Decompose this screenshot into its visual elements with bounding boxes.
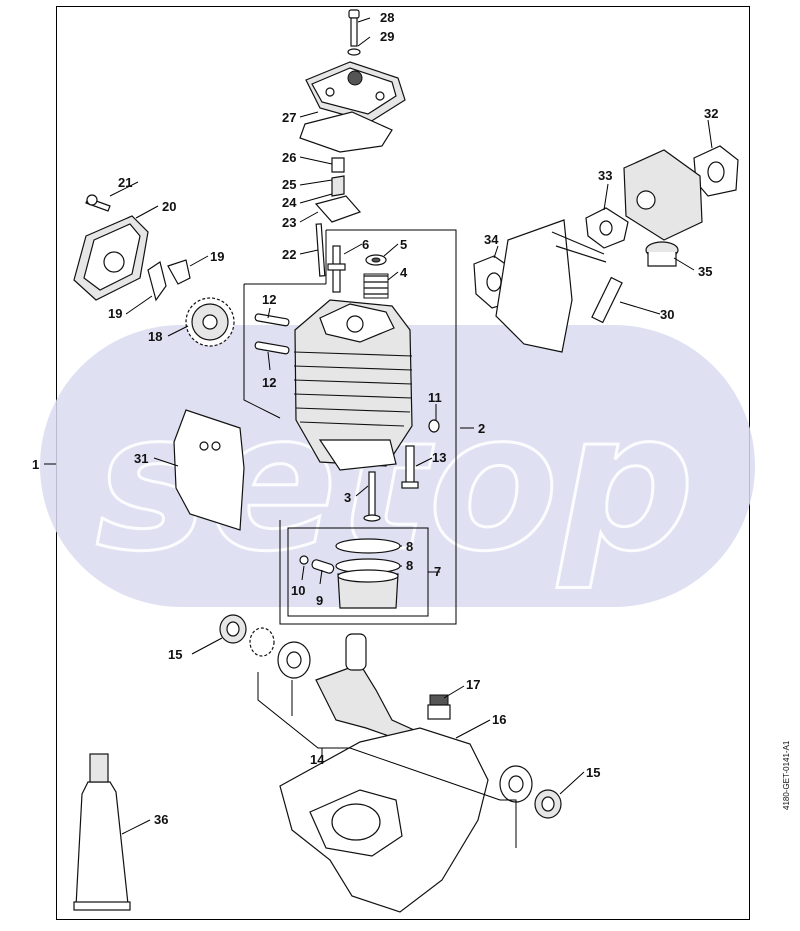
callout-12a: 12 (262, 292, 276, 307)
callout-13: 13 (432, 450, 446, 465)
bearing-part-left (277, 641, 311, 679)
callout-20: 20 (162, 199, 176, 214)
cylinder-part-2 (293, 299, 413, 471)
callouts: 28 29 27 26 25 24 23 22 21 21 20 19 19 1… (32, 10, 718, 827)
lever-parts-19 (147, 259, 191, 302)
hose-part-30 (591, 276, 623, 324)
gear-part-18 (185, 297, 235, 347)
callout-19b: 19 (108, 306, 122, 321)
seal-part-15-right (534, 789, 562, 819)
piston-part-7 (337, 569, 399, 609)
document-id: 4180-GET-0141-A1 (782, 740, 791, 810)
callout-19a: 19 (210, 249, 224, 264)
callout-5: 5 (400, 237, 407, 252)
callout-6: 6 (362, 237, 369, 252)
seal-part-15-left (219, 614, 247, 644)
callout-17: 17 (466, 677, 480, 692)
callout-8a: 8 (406, 539, 413, 554)
screw-part-13 (401, 445, 419, 489)
callout-8b: 8 (406, 558, 413, 573)
carburetor (623, 149, 703, 241)
callout-12b: 12 (262, 375, 276, 390)
clip-part-10 (299, 555, 309, 565)
callout-25: 25 (282, 177, 296, 192)
callout-3: 3 (344, 490, 351, 505)
callout-4: 4 (400, 265, 408, 280)
callout-15a: 15 (168, 647, 182, 662)
callout-23: 23 (282, 215, 296, 230)
callout-26: 26 (282, 150, 296, 165)
valve-part-3 (363, 471, 381, 522)
callout-36: 36 (154, 812, 168, 827)
crankcase-part-16 (279, 727, 489, 913)
callout-34: 34 (484, 232, 499, 247)
gasket-part-33 (585, 207, 629, 249)
cylinder-cover-part-27 (299, 61, 406, 153)
gear-part-small (249, 627, 275, 657)
cylinder-group-box (243, 229, 457, 625)
leader-lines (44, 17, 713, 848)
callout-16: 16 (492, 712, 506, 727)
callout-2: 2 (478, 421, 485, 436)
stud-part-6 (327, 245, 346, 293)
callout-10: 10 (291, 583, 305, 598)
part-17 (427, 694, 451, 720)
callout-18: 18 (148, 329, 162, 344)
intake-flange (495, 219, 607, 353)
screw-part-21 (85, 194, 111, 212)
spring-part-4 (363, 273, 389, 299)
pin-parts-12 (254, 313, 290, 355)
washer-part-11 (428, 419, 440, 433)
intake-part-35 (645, 241, 679, 267)
callout-27: 27 (282, 110, 296, 125)
callout-28: 28 (380, 10, 394, 25)
bearing-part-right (499, 765, 533, 803)
callout-33: 33 (598, 168, 612, 183)
callout-32: 32 (704, 106, 718, 121)
callout-9: 9 (316, 593, 323, 608)
callout-29: 29 (380, 29, 394, 44)
callout-35: 35 (698, 264, 712, 279)
gasket-part-31 (173, 409, 245, 531)
grease-tube-part-36 (73, 753, 131, 911)
screw-part-28 (347, 9, 361, 56)
washer-part-5 (365, 254, 387, 266)
piston-rings-part-8 (335, 538, 401, 574)
callout-24: 24 (282, 195, 297, 210)
callout-15b: 15 (586, 765, 600, 780)
callout-22: 22 (282, 247, 296, 262)
callout-30: 30 (660, 307, 674, 322)
valve-parts-22-25 (314, 157, 362, 277)
crankshaft (315, 633, 415, 743)
callout-21: 21 (118, 175, 132, 190)
callout-11: 11 (428, 390, 442, 405)
callout-31: 31 (134, 451, 148, 466)
cover-part-20 (73, 215, 149, 301)
callout-14-visible: 14 (310, 752, 325, 767)
callout-1: 1 (32, 457, 39, 472)
callout-7: 7 (434, 564, 441, 579)
